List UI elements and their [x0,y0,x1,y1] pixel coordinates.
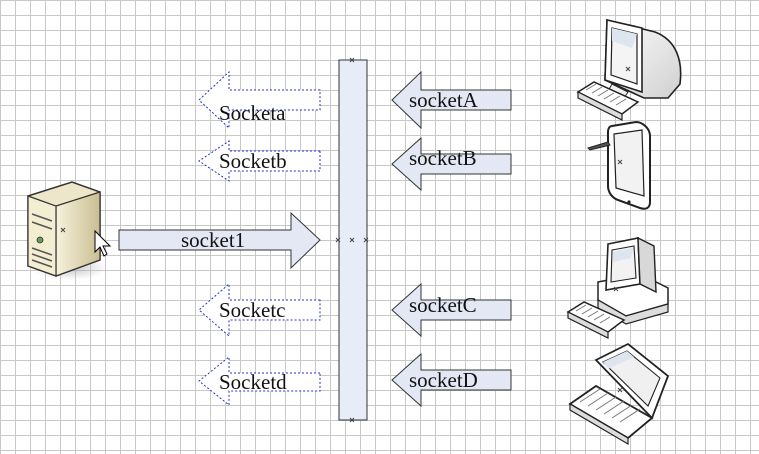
hub-bar[interactable] [335,57,369,423]
stylus-icon [587,141,611,151]
socketC-incoming-arrow[interactable]: socketC [391,282,512,338]
laptop-icon[interactable] [568,342,670,446]
socketD-incoming-label: socketD [409,368,478,392]
sockeTA-incoming-arrow[interactable]: socketA [391,70,512,130]
socket1-arrow[interactable]: socket1 [118,211,321,270]
socket1-label: socket1 [181,228,245,252]
socketb-outgoing-label: Socketb [219,149,287,173]
desktop-pc-icon[interactable] [597,236,669,325]
socketB-incoming-arrow[interactable]: socketB [391,136,512,192]
socketA-incoming-label: socketA [409,88,479,112]
server-icon[interactable] [27,181,108,280]
cursor-icon [94,229,112,257]
socketd-outgoing-arrow[interactable]: Socketd [198,355,321,407]
socketb-outgoing-arrow[interactable]: Socketb [198,140,321,182]
keyboard-icon[interactable] [576,81,640,121]
socketd-outgoing-label: Socketd [219,370,287,394]
socketC-incoming-label: socketC [409,293,477,317]
socketc-outgoing-arrow[interactable]: Socketc [198,282,321,338]
keyboard-icon-2[interactable] [566,301,626,339]
socketa-outgoing-arrow[interactable]: Socketa [198,70,321,130]
socketc-outgoing-label: Socketc [219,298,285,322]
tablet-icon[interactable] [607,120,651,210]
socketa-outgoing-label: Socketa [219,101,286,125]
monitor-icon[interactable] [604,18,682,99]
socketD-incoming-arrow[interactable]: socketD [391,352,512,408]
socketB-incoming-label: socketB [409,146,477,170]
